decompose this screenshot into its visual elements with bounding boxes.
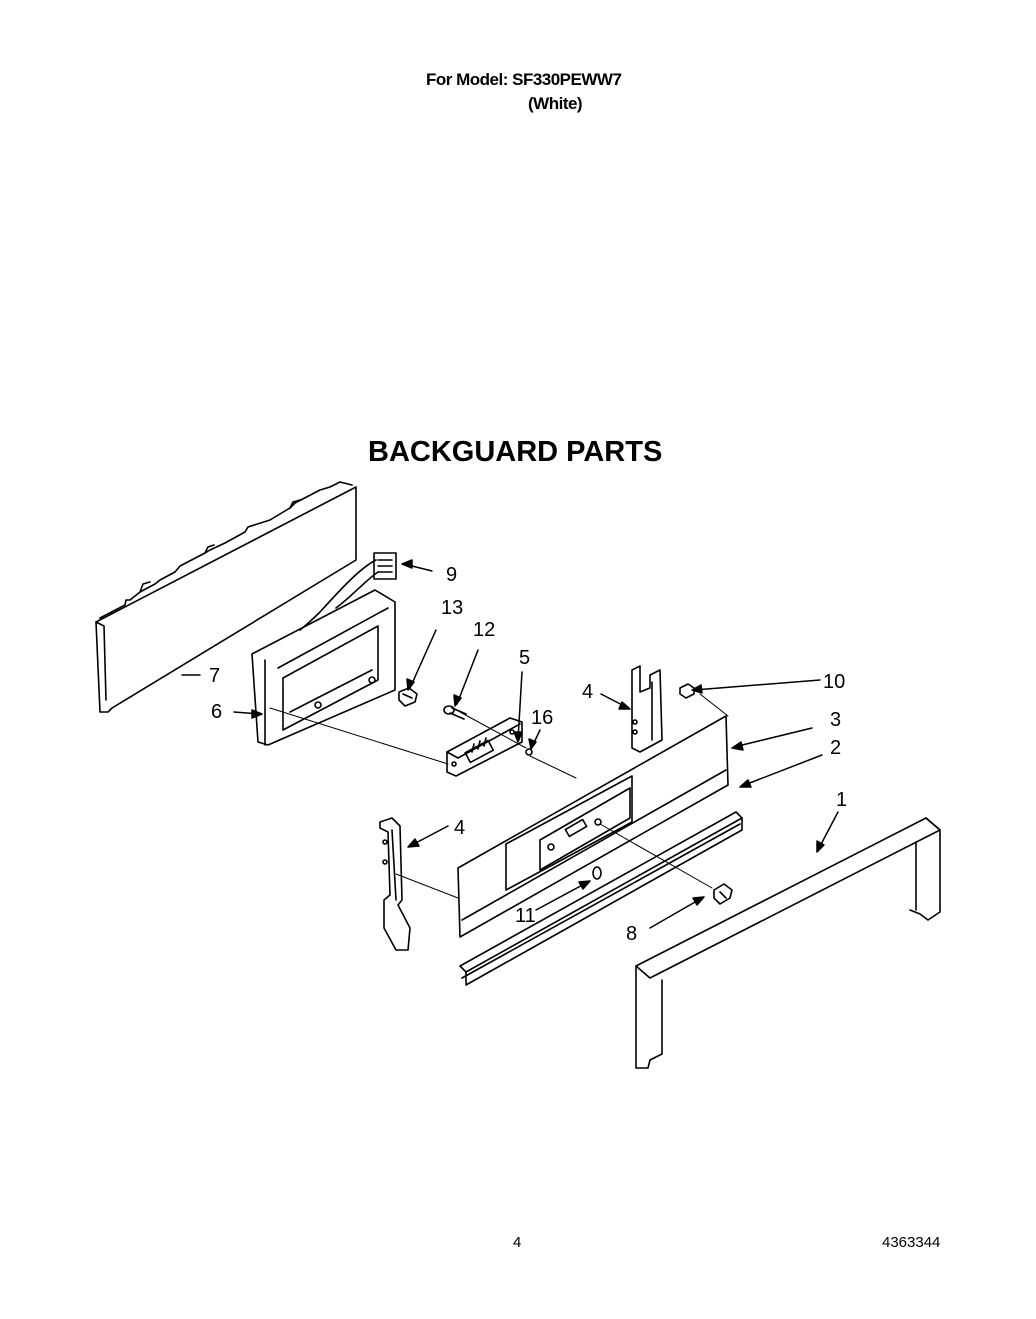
part-1-top-cap (635, 817, 941, 1069)
part-12-screw (443, 705, 467, 720)
diagram-title: BACKGUARD PARTS (368, 436, 663, 468)
color-line: (White) (528, 94, 583, 113)
callout-2: 2 (830, 737, 841, 759)
callout-3: 3 (830, 709, 841, 731)
callout-11: 11 (515, 905, 536, 927)
callout-16: 16 (531, 707, 553, 729)
part-2-trim-strip (459, 811, 743, 986)
callout-8: 8 (626, 923, 637, 945)
part-16-pin (525, 748, 533, 756)
leader-arrows (181, 559, 839, 929)
callout-13: 13 (441, 597, 463, 619)
callout-9: 9 (446, 564, 457, 586)
part-8-knob (713, 883, 733, 905)
assembly-lines (269, 693, 729, 899)
part-4-right-bracket (631, 665, 663, 753)
part-7-rear-panel (95, 481, 357, 713)
document-number: 4363344 (882, 1234, 941, 1251)
callout-10: 10 (823, 671, 845, 693)
callout-labels: 9 13 12 5 4 10 7 6 16 3 2 1 4 11 8 (209, 564, 847, 945)
part-10-clip (679, 683, 695, 699)
page-number: 4 (513, 1234, 522, 1251)
part-5-clock-module (446, 717, 523, 777)
callout-4-lower: 4 (454, 817, 465, 839)
callout-1: 1 (836, 789, 847, 811)
model-line: For Model: SF330PEWW7 (426, 70, 622, 89)
callout-4-upper: 4 (582, 681, 593, 703)
callout-12: 12 (473, 619, 495, 641)
callout-6: 6 (211, 701, 222, 723)
part-6-control-housing (251, 589, 396, 746)
callout-5: 5 (519, 647, 530, 669)
callout-7: 7 (209, 665, 220, 687)
part-3-control-panel (457, 715, 729, 938)
part-4-left-bracket (379, 817, 411, 951)
